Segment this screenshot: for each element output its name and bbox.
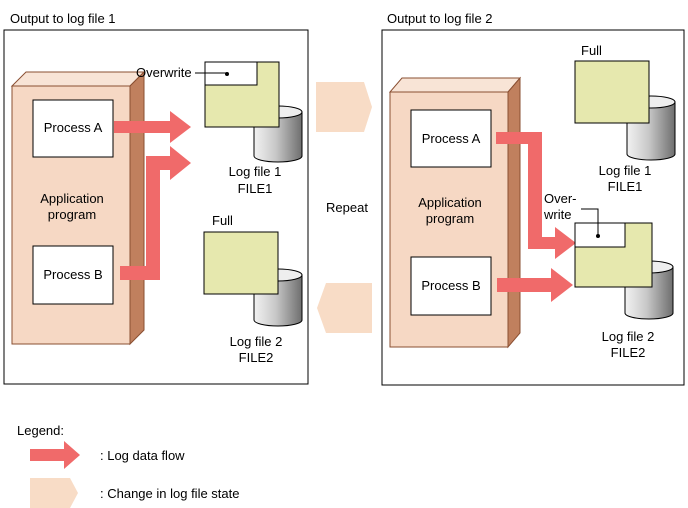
overwrite-label-line2: write <box>543 207 571 222</box>
log-file-1-name: FILE1 <box>238 181 273 196</box>
panel-frame <box>3 29 309 385</box>
panel-output-to-log-file-2: Output to log file 2 Application program… <box>381 11 685 386</box>
process-a-box: Process A <box>32 99 114 158</box>
process-b-box: Process B <box>32 245 114 305</box>
panel-title: Output to log file 1 <box>10 11 116 26</box>
legend: Legend: : Log data flow : Change in log … <box>17 423 239 508</box>
legend-title: Legend: <box>17 423 64 438</box>
app-label-line2: program <box>426 211 474 226</box>
log-file-2-sheet <box>203 231 279 295</box>
legend-flow-label: : Log data flow <box>100 448 185 463</box>
process-b-label: Process B <box>421 278 480 293</box>
log-data-flow-arrow <box>496 132 576 259</box>
log-data-flow-arrow <box>497 268 573 302</box>
repeat-label: Repeat <box>326 200 368 215</box>
log-file-2-name: FILE2 <box>611 345 646 360</box>
log-file-2-name: FILE2 <box>239 350 274 365</box>
state-change-arrow-left <box>317 283 372 333</box>
overwrite-leader-line <box>581 208 599 236</box>
legend-flow-arrow <box>30 441 80 469</box>
full-label: Full <box>212 213 233 228</box>
overwrite-label: Overwrite <box>136 65 192 80</box>
log-data-flow-arrow <box>120 146 191 280</box>
legend-state-change-arrow <box>30 478 78 508</box>
full-label: Full <box>581 43 602 58</box>
state-change-arrow-right <box>316 82 372 132</box>
process-b-box: Process B <box>410 256 492 316</box>
log-file-1-name: FILE1 <box>608 179 643 194</box>
log-file-1-sheet <box>574 60 650 124</box>
log-file-1-label: Log file 1 <box>229 164 282 179</box>
panel-frame <box>381 29 685 386</box>
process-b-label: Process B <box>43 267 102 282</box>
log-data-flow-arrow <box>114 111 191 143</box>
app-label-line2: program <box>48 207 96 222</box>
process-a-box: Process A <box>410 109 492 168</box>
log-file-2-label: Log file 2 <box>230 334 283 349</box>
process-a-label: Process A <box>422 131 481 146</box>
legend-state-change-label: : Change in log file state <box>100 486 239 501</box>
log-file-2-label: Log file 2 <box>602 329 655 344</box>
log-file-2-sheet <box>574 222 653 288</box>
log-file-1-label: Log file 1 <box>599 163 652 178</box>
app-label-line1: Application <box>418 195 482 210</box>
panel-title: Output to log file 2 <box>387 11 493 26</box>
log-file-1-sheet <box>204 61 280 128</box>
overwrite-label-line1: Over- <box>544 191 577 206</box>
app-label-line1: Application <box>40 191 104 206</box>
process-a-label: Process A <box>44 120 103 135</box>
panel-output-to-log-file-1: Output to log file 1 Application program… <box>3 11 309 385</box>
